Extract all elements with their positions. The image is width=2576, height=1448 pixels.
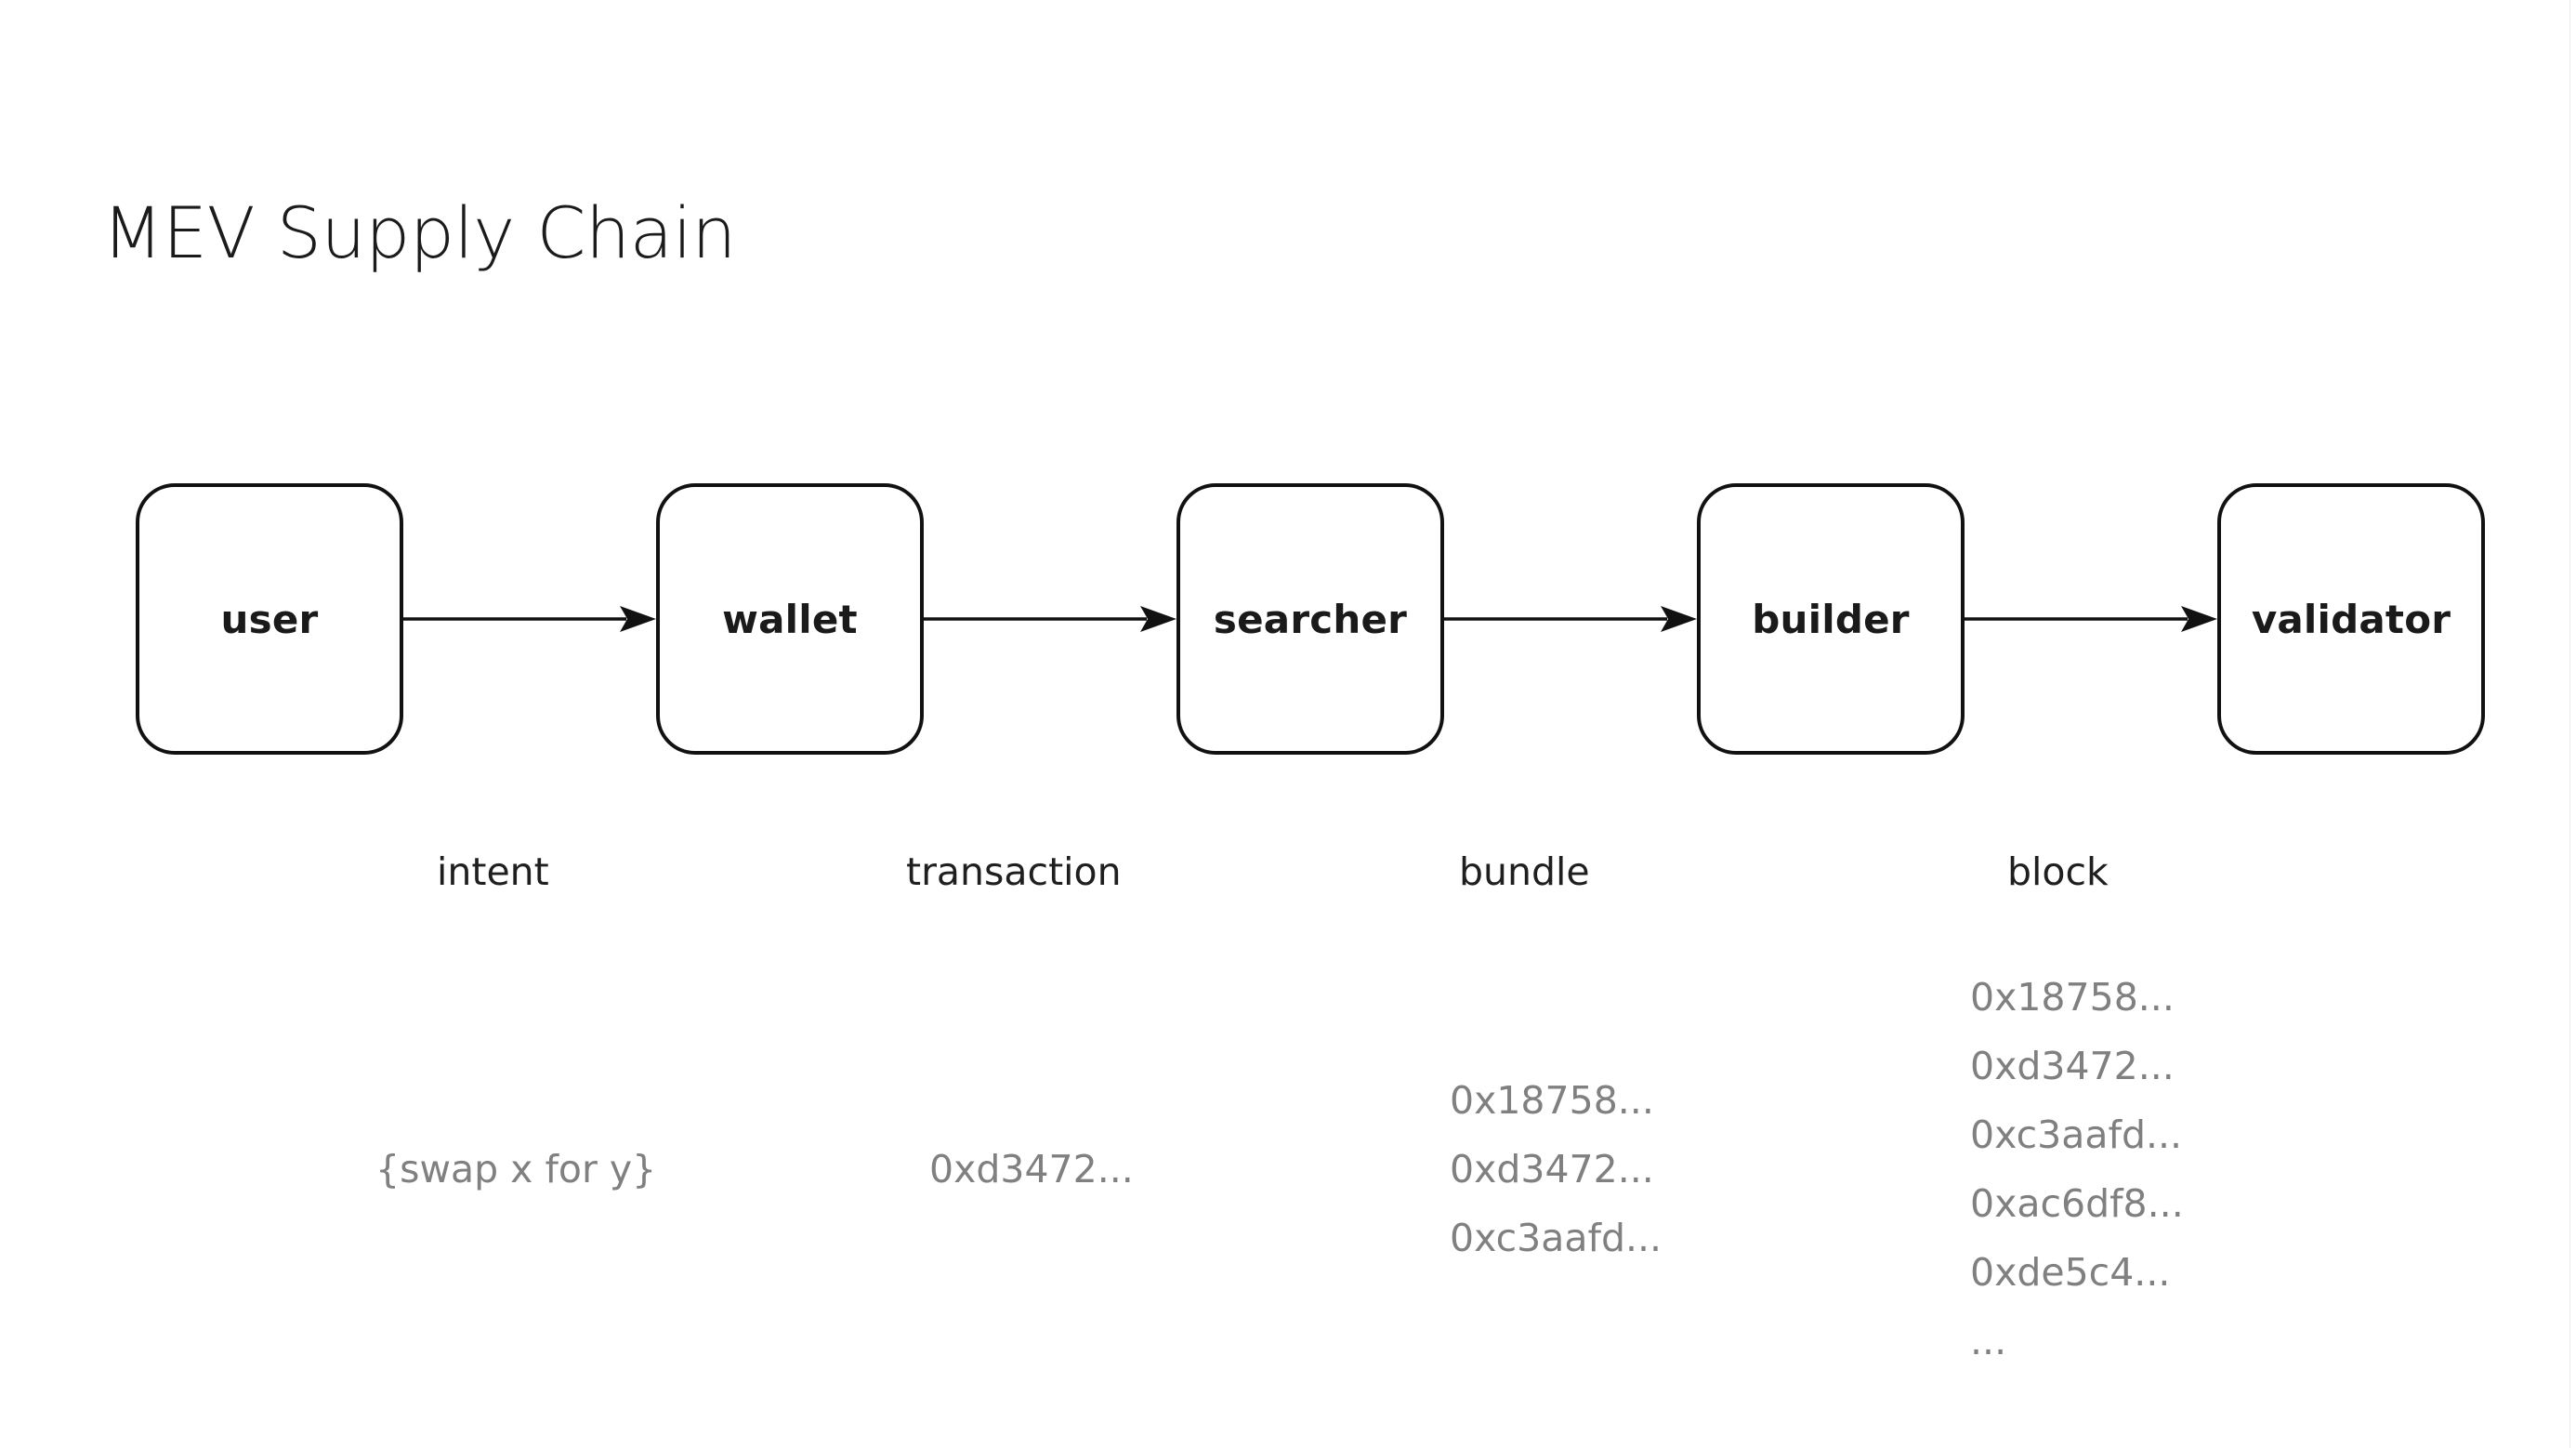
node-label-user: user — [220, 596, 319, 642]
page-title: MEV Supply Chain — [102, 191, 736, 274]
payload-line: 0x18758... — [1970, 975, 2175, 1020]
edge-label-block: block — [2007, 849, 2109, 894]
edge-label-bundle: bundle — [1459, 849, 1590, 894]
node-validator[interactable]: validator — [2217, 483, 2485, 755]
payload-line: 0xde5c4... — [1970, 1250, 2171, 1295]
payload-list-bundle: 0x18758... 0xd3472... 0xc3aafd... — [1450, 1066, 1662, 1272]
payload-list-transaction: 0xd3472... — [929, 1135, 1134, 1204]
edge-label-intent: intent — [437, 849, 549, 894]
payload-line: 0xc3aafd... — [1450, 1216, 1663, 1260]
node-label-validator: validator — [2251, 596, 2451, 642]
arrow-searcher-to-builder — [1444, 604, 1697, 634]
payload-list-intent: {swap x for y} — [375, 1135, 656, 1204]
payload-line: 0x18758... — [1450, 1078, 1654, 1123]
payload-line: ... — [1970, 1319, 2007, 1363]
node-user[interactable]: user — [136, 483, 403, 755]
payload-line: 0xd3472... — [1970, 1044, 2175, 1088]
node-label-searcher: searcher — [1213, 596, 1408, 642]
node-label-wallet: wallet — [722, 596, 858, 642]
arrow-wallet-to-searcher — [924, 604, 1176, 634]
edge-label-transaction: transaction — [906, 849, 1122, 894]
node-wallet[interactable]: wallet — [656, 483, 924, 755]
page-right-edge-rule — [2569, 0, 2570, 1448]
payload-line: 0xc3aafd... — [1970, 1112, 2183, 1157]
node-label-builder: builder — [1752, 596, 1910, 642]
payload-list-block: 0x18758... 0xd3472... 0xc3aafd... 0xac6df8.… — [1970, 963, 2184, 1376]
arrow-user-to-wallet — [403, 604, 656, 634]
node-builder[interactable]: builder — [1697, 483, 1965, 755]
payload-line: 0xd3472... — [1450, 1147, 1654, 1191]
payload-line: 0xac6df8... — [1970, 1181, 2184, 1226]
payload-line: {swap x for y} — [375, 1147, 657, 1191]
payload-line: 0xd3472... — [929, 1147, 1134, 1191]
arrow-builder-to-validator — [1965, 604, 2217, 634]
node-searcher[interactable]: searcher — [1176, 483, 1444, 755]
